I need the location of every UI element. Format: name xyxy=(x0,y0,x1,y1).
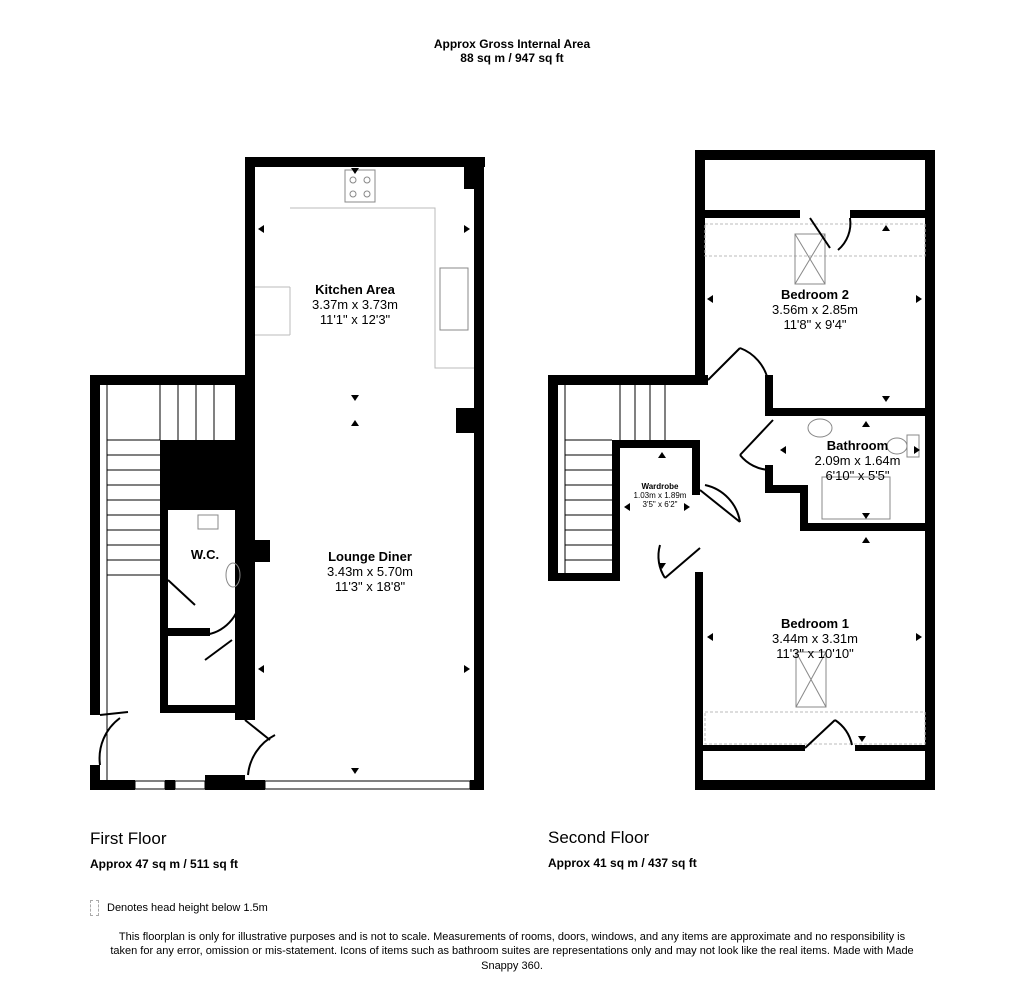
room-name: Bathroom xyxy=(826,438,889,453)
room-kitchen: Kitchen Area 3.37m x 3.73m 11'1" x 12'3" xyxy=(290,282,420,328)
disclaimer: This floorplan is only for illustrative … xyxy=(110,931,914,972)
first-floor-fixtures xyxy=(98,169,474,790)
room-imperial: 11'8" x 9'4" xyxy=(783,316,847,332)
second-floor-caption: Second Floor Approx 41 sq m / 437 sq ft xyxy=(548,828,697,870)
room-imperial: 6'10" x 5'5" xyxy=(825,467,890,483)
room-metric: 3.43m x 5.70m xyxy=(327,563,413,579)
first-floor-walls xyxy=(90,157,485,790)
room-imperial: 11'3" x 18'8" xyxy=(334,578,406,594)
room-name: Lounge Diner xyxy=(328,549,412,564)
room-bedroom-1: Bedroom 1 3.44m x 3.31m 11'3" x 10'10" xyxy=(745,616,885,662)
second-floor-walls xyxy=(548,150,935,790)
room-wc: W.C. xyxy=(180,547,230,563)
low-head-height-swatch xyxy=(90,900,99,916)
room-metric: 2.09m x 1.64m xyxy=(814,452,901,468)
first-floor-caption: First Floor Approx 47 sq m / 511 sq ft xyxy=(90,829,238,871)
gross-area-header: Approx Gross Internal Area 88 sq m / 947… xyxy=(0,37,1024,66)
floor-area: Approx 41 sq m / 437 sq ft xyxy=(548,856,697,870)
floor-name: First Floor xyxy=(90,829,167,848)
legend: Denotes head height below 1.5m xyxy=(90,900,268,916)
header-area: 88 sq m / 947 sq ft xyxy=(460,50,564,65)
room-name: Bedroom 2 xyxy=(781,287,849,302)
room-name: W.C. xyxy=(190,547,220,562)
room-imperial: 3'5" x 6'2" xyxy=(642,500,678,510)
header-title: Approx Gross Internal Area xyxy=(433,37,591,51)
room-bedroom-2: Bedroom 2 3.56m x 2.85m 11'8" x 9'4" xyxy=(745,287,885,333)
floor-name: Second Floor xyxy=(548,828,650,847)
room-metric: 3.56m x 2.85m xyxy=(772,301,858,317)
room-bathroom: Bathroom 2.09m x 1.64m 6'10" x 5'5" xyxy=(795,438,920,484)
room-name: Wardrobe xyxy=(641,482,679,491)
room-metric: 3.44m x 3.31m xyxy=(772,630,858,646)
room-name: Kitchen Area xyxy=(315,282,395,297)
measurement-arrows xyxy=(258,168,922,774)
room-wardrobe: Wardrobe 1.03m x 1.89m 3'5" x 6'2" xyxy=(625,482,695,510)
floor-area: Approx 47 sq m / 511 sq ft xyxy=(90,857,239,871)
room-imperial: 11'1" x 12'3" xyxy=(319,311,391,327)
legend-text: Denotes head height below 1.5m xyxy=(107,902,268,914)
room-metric: 3.37m x 3.73m xyxy=(312,296,398,312)
room-name: Bedroom 1 xyxy=(781,616,849,631)
room-metric: 1.03m x 1.89m xyxy=(633,491,687,501)
room-imperial: 11'3" x 10'10" xyxy=(776,645,854,661)
second-floor-fixtures xyxy=(564,217,926,749)
room-lounge: Lounge Diner 3.43m x 5.70m 11'3" x 18'8" xyxy=(300,549,440,595)
